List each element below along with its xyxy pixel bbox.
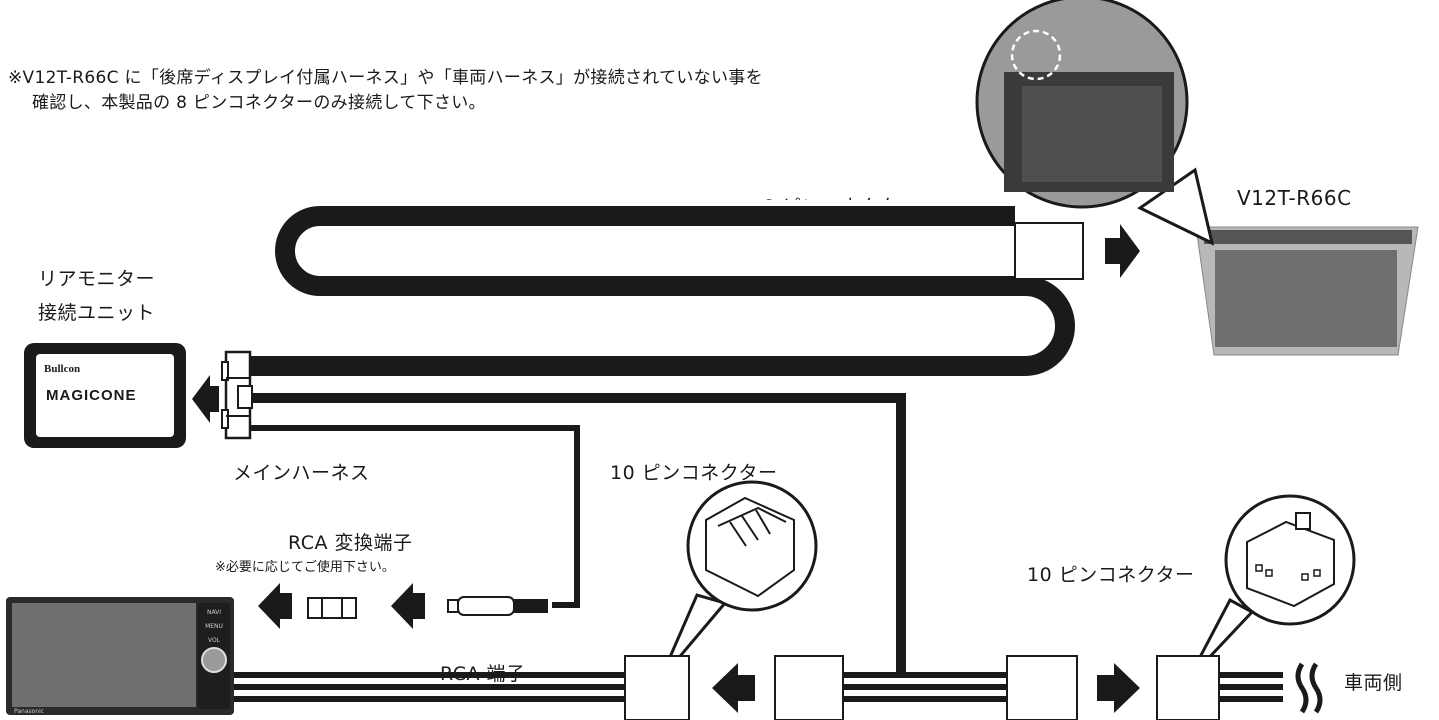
label-main-harness: メインハーネス bbox=[233, 462, 370, 484]
cable-harness-vertical bbox=[250, 393, 906, 676]
connector-8pin bbox=[1014, 222, 1084, 280]
arrow-to-monitor bbox=[1105, 224, 1140, 278]
label-vehicle-side: 車両側 bbox=[1344, 672, 1403, 694]
navi-button-vol: VOL bbox=[208, 637, 221, 644]
unit-product-text: MAGICONE bbox=[46, 387, 137, 404]
callout-10pin-b bbox=[1186, 494, 1356, 682]
label-unit-line2: 接続ユニット bbox=[38, 302, 156, 324]
arrow-rca-adapter-to-navi bbox=[258, 583, 292, 629]
label-rca-adapter: RCA 変換端子 bbox=[288, 532, 413, 554]
arrow-to-vehicle bbox=[1097, 663, 1140, 713]
navi-button-menu: MENU bbox=[205, 623, 223, 630]
connector-10pin-b-mate bbox=[1006, 655, 1078, 720]
cable-rca bbox=[250, 425, 580, 608]
callout-10pin-a bbox=[658, 480, 818, 681]
unit-box-magicone: Bullcon MAGICONE bbox=[24, 343, 186, 448]
rear-monitor bbox=[1195, 226, 1419, 356]
unit-brand-text: Bullcon bbox=[44, 363, 80, 375]
vehicle-break-marks bbox=[1295, 662, 1323, 714]
navi-brand-text: Panasonic bbox=[14, 708, 44, 715]
instruction-note: ※V12T-R66C に「後席ディスプレイ付属ハーネス」や「車両ハーネス」が接続… bbox=[8, 66, 763, 116]
label-10pin-connector-b: 10 ピンコネクター bbox=[1027, 564, 1195, 586]
connector-10pin-a bbox=[624, 655, 690, 720]
note-line-2: 確認し、本製品の 8 ピンコネクターのみ接続して下さい。 bbox=[32, 93, 486, 113]
navi-unit: NAVI MENU VOL Panasonic bbox=[6, 597, 234, 715]
main-harness-connector bbox=[221, 350, 253, 440]
arrow-to-navi-harness bbox=[712, 663, 755, 713]
navi-volume-knob bbox=[201, 647, 227, 673]
rca-terminal bbox=[447, 596, 548, 616]
rca-adapter bbox=[307, 597, 357, 619]
navi-button-navi: NAVI bbox=[207, 609, 221, 616]
label-unit-line1: リアモニター bbox=[38, 268, 156, 290]
arrow-rca-terminal-to-adapter bbox=[391, 583, 425, 629]
connector-10pin-a-mate bbox=[774, 655, 844, 720]
bottom-harness bbox=[233, 672, 1283, 702]
label-rca-note: ※必要に応じてご使用下さい。 bbox=[215, 560, 395, 575]
note-line-1: ※V12T-R66C に「後席ディスプレイ付属ハーネス」や「車両ハーネス」が接続… bbox=[8, 68, 763, 88]
label-10pin-connector-a: 10 ピンコネクター bbox=[610, 462, 778, 484]
connector-10pin-b bbox=[1156, 655, 1220, 720]
monitor-callout bbox=[975, 0, 1215, 246]
label-monitor-model: V12T-R66C bbox=[1237, 186, 1352, 210]
arrow-to-unit bbox=[192, 375, 219, 423]
